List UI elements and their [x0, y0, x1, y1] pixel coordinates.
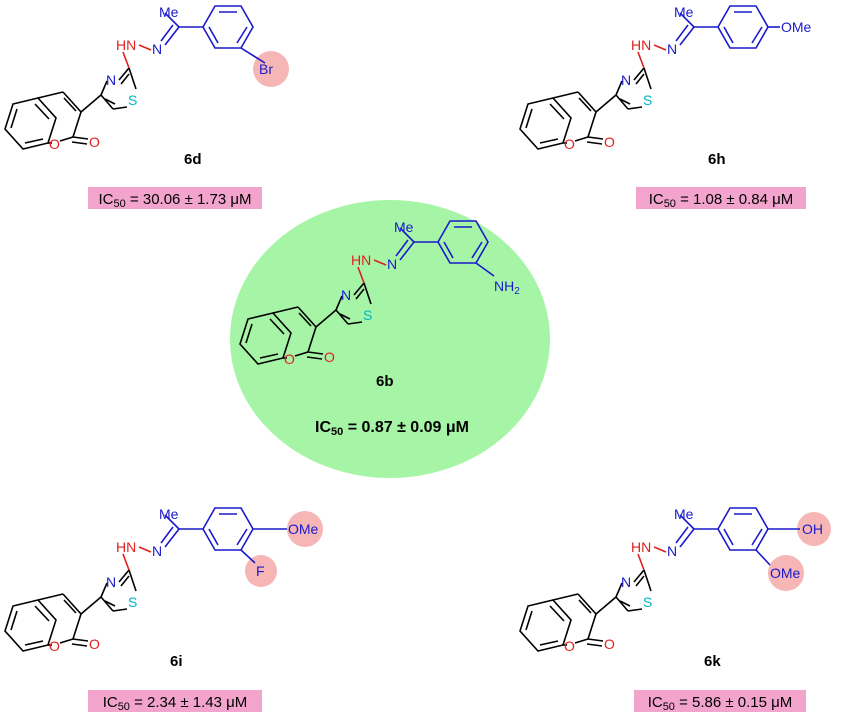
- atom-N-thiazole: N: [621, 574, 631, 590]
- atom-Me: Me: [159, 4, 179, 20]
- substituent-highlight: [253, 51, 289, 87]
- substituent-highlight: [768, 555, 804, 591]
- compound-label-6k: 6k: [704, 653, 721, 670]
- compound-6d: Me HN N N S O O Br: [4, 4, 289, 152]
- ic50-box-6k: [634, 690, 806, 712]
- atom-N-hydrazone: N: [667, 543, 677, 559]
- atom-N-thiazole: N: [106, 72, 116, 88]
- atom-O-carbonyl: O: [604, 636, 615, 652]
- substituent-highlight: [287, 511, 323, 547]
- ic50-box-6h: [636, 187, 806, 209]
- substituent-highlight: [245, 555, 277, 587]
- atom-S: S: [128, 594, 137, 610]
- substituent-meta: Br: [259, 61, 273, 77]
- ic50-value-6i: IC50 = 2.34 ± 1.43 μM: [103, 694, 248, 713]
- atom-N-hydrazone: N: [152, 41, 162, 57]
- ic50-value-6k: IC50 = 5.86 ± 0.15 μM: [648, 694, 793, 713]
- compound-6b: Me HN N N S O O NH2: [239, 219, 520, 367]
- ic50-box-6i: [88, 690, 262, 712]
- ic50-box-6d: [88, 187, 262, 209]
- compound-label-6i: 6i: [170, 653, 183, 670]
- atom-Me: Me: [159, 506, 179, 522]
- atom-Me: Me: [674, 4, 694, 20]
- atom-N-hydrazone: N: [387, 256, 397, 272]
- atom-HN: HN: [116, 37, 136, 53]
- atom-N-hydrazone: N: [152, 543, 162, 559]
- atom-N-thiazole: N: [106, 574, 116, 590]
- atom-O-carbonyl: O: [324, 349, 335, 365]
- atom-O-carbonyl: O: [89, 636, 100, 652]
- atom-O-ring: O: [564, 638, 575, 654]
- atom-O-carbonyl: O: [89, 134, 100, 150]
- atom-N-thiazole: N: [341, 287, 351, 303]
- substituent-meta: F: [256, 563, 265, 579]
- atom-O-ring: O: [49, 136, 60, 152]
- compound-6i: Me HN N N S O O OMe F: [4, 506, 323, 654]
- compound-6k: Me HN N N S O O OH OMe: [519, 506, 831, 654]
- substituent-para: OMe: [288, 521, 319, 537]
- atom-S: S: [128, 92, 137, 108]
- substituent-para: OH: [802, 521, 823, 537]
- atom-HN: HN: [351, 252, 371, 268]
- atom-O-ring: O: [564, 136, 575, 152]
- compound-6h: Me HN N N S O O OMe: [519, 4, 812, 152]
- atom-Me: Me: [394, 219, 414, 235]
- atom-N-hydrazone: N: [667, 41, 677, 57]
- atom-O-carbonyl: O: [604, 134, 615, 150]
- atom-O-ring: O: [49, 638, 60, 654]
- compound-label-6b: 6b: [376, 373, 394, 390]
- atom-S: S: [643, 594, 652, 610]
- highlight-circle-6b: [230, 200, 550, 478]
- atom-S: S: [643, 92, 652, 108]
- atom-Me: Me: [674, 506, 694, 522]
- ic50-value-6h: IC50 = 1.08 ± 0.84 μM: [649, 191, 794, 210]
- substituent-meta: OMe: [770, 565, 801, 581]
- ic50-value-6d: IC50 = 30.06 ± 1.73 μM: [99, 191, 252, 210]
- compound-label-6h: 6h: [708, 151, 726, 168]
- atom-S: S: [363, 307, 372, 323]
- substituent-highlight: [797, 512, 831, 546]
- atom-N-thiazole: N: [621, 72, 631, 88]
- atom-HN: HN: [116, 539, 136, 555]
- substituent-para: OMe: [781, 19, 812, 35]
- atom-HN: HN: [631, 37, 651, 53]
- compound-label-6d: 6d: [184, 151, 202, 168]
- atom-O-ring: O: [284, 351, 295, 367]
- substituent-meta: NH2: [494, 278, 520, 297]
- atom-HN: HN: [631, 539, 651, 555]
- ic50-value-6b: IC50 = 0.87 ± 0.09 μM: [315, 419, 469, 438]
